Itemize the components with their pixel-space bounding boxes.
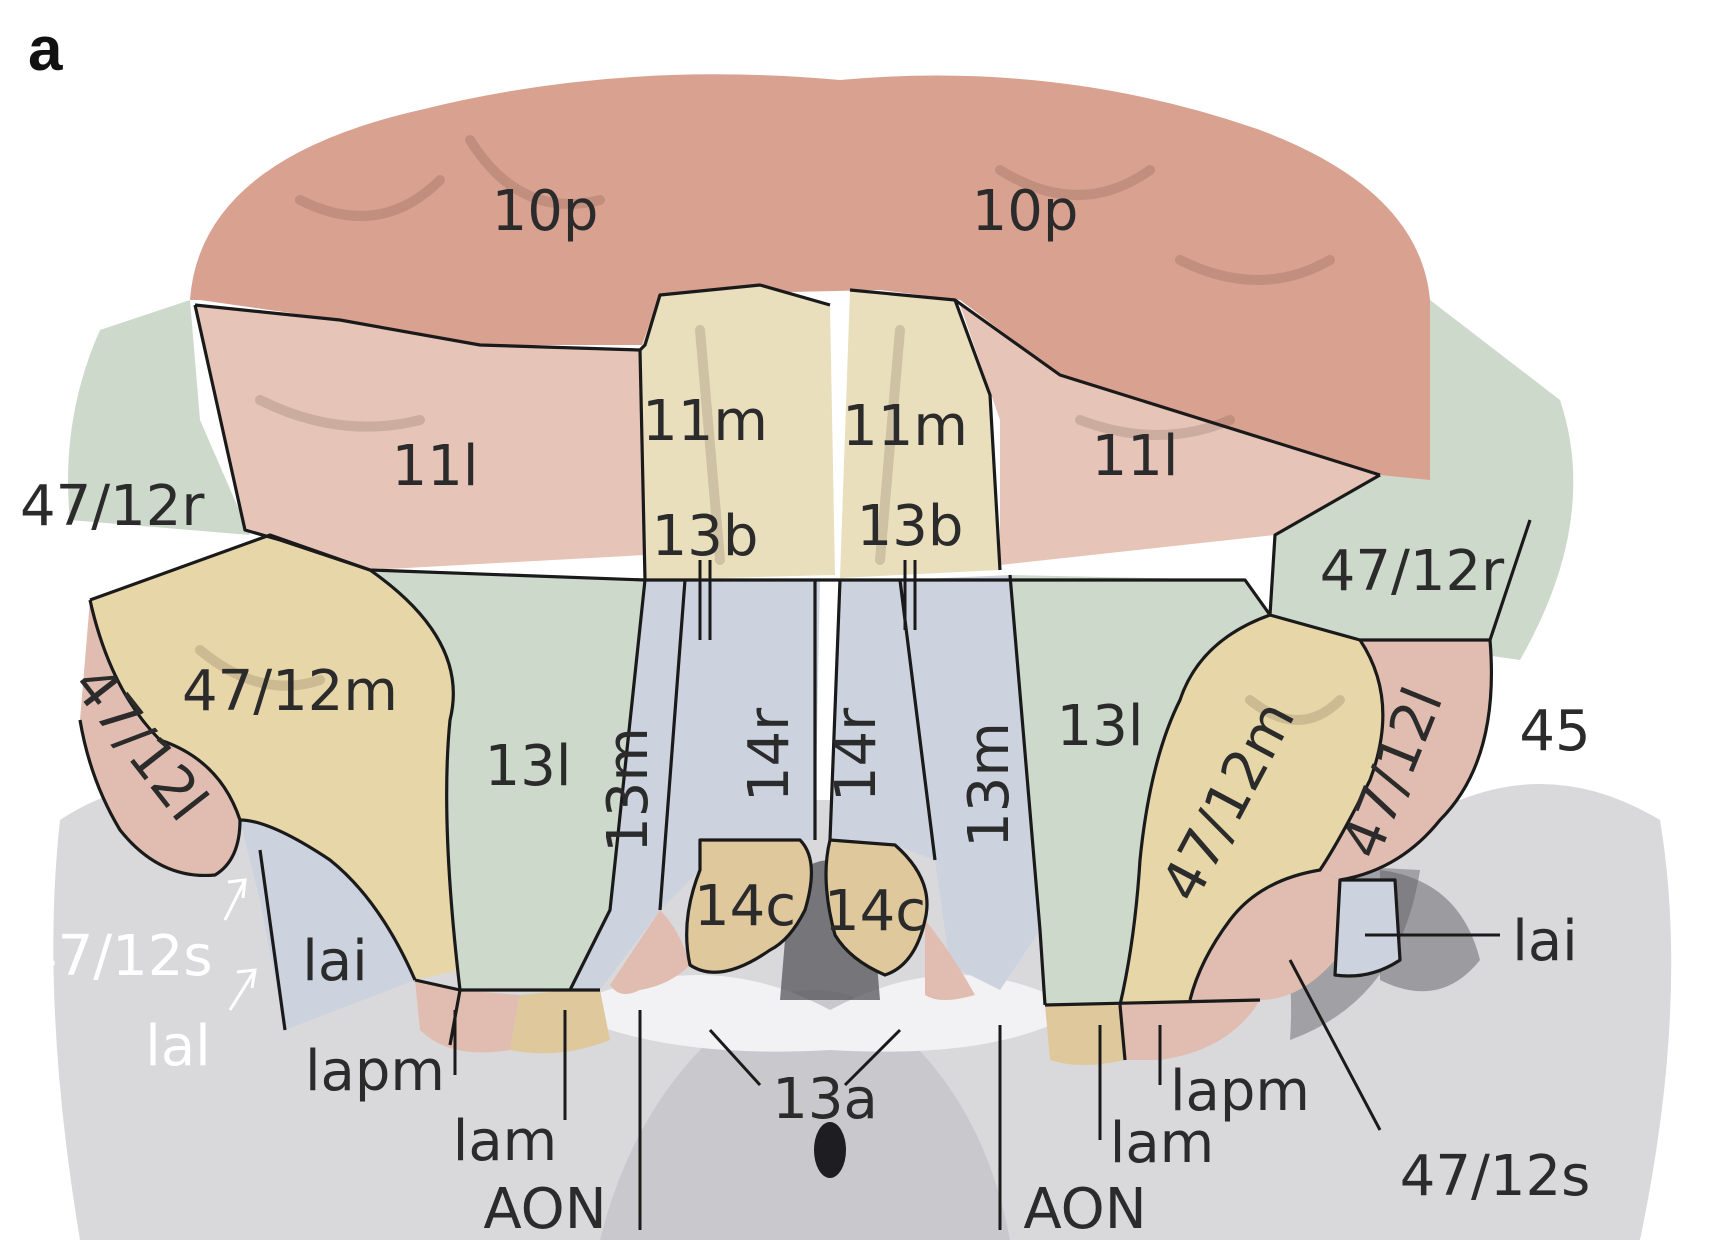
label-47-12r-right: 47/12r	[1320, 539, 1505, 604]
label-47-12s-right: 47/12s	[1400, 1144, 1591, 1209]
label-lai-right: lai	[1512, 909, 1577, 974]
label-13b-right: 13b	[857, 494, 964, 559]
label-13l-left: 13l	[485, 734, 572, 799]
label-11m-left: 11m	[642, 389, 768, 454]
label-lapm-left: lapm	[305, 1039, 445, 1104]
label-14c-right: 14c	[824, 879, 926, 944]
label-13b-left: 13b	[652, 504, 759, 569]
label-AON-right: AON	[1023, 1177, 1146, 1240]
label-45: 45	[1519, 699, 1590, 764]
label-14c-left: 14c	[694, 874, 796, 939]
panel-label: a	[28, 15, 63, 84]
label-14r-left: 14r	[737, 707, 802, 802]
label-10p-left: 10p	[492, 179, 599, 244]
label-13m-right: 13m	[957, 722, 1022, 848]
label-11l-right: 11l	[1092, 424, 1179, 489]
area-lam-right	[1045, 1005, 1125, 1065]
area-lam-left	[510, 990, 610, 1053]
label-47-12s-left: 47/12s	[22, 924, 213, 989]
label-13m-left: 13m	[596, 727, 661, 853]
label-10p-right: 10p	[972, 179, 1079, 244]
label-lal: lal	[145, 1014, 210, 1079]
label-47-12m-left: 47/12m	[182, 659, 398, 724]
label-lam-right: lam	[1110, 1111, 1214, 1176]
label-11l-left: 11l	[392, 434, 479, 499]
label-11m-right: 11m	[842, 394, 968, 459]
label-AON-left: AON	[483, 1177, 606, 1240]
label-lam-left: lam	[453, 1109, 557, 1174]
label-47-12r-left: 47/12r	[20, 474, 205, 539]
label-lai-left: lai	[302, 929, 367, 994]
label-13l-right: 13l	[1057, 694, 1144, 759]
label-14r-right: 14r	[824, 707, 889, 802]
label-13a: 13a	[772, 1067, 878, 1132]
area-lai-right	[1335, 880, 1400, 976]
